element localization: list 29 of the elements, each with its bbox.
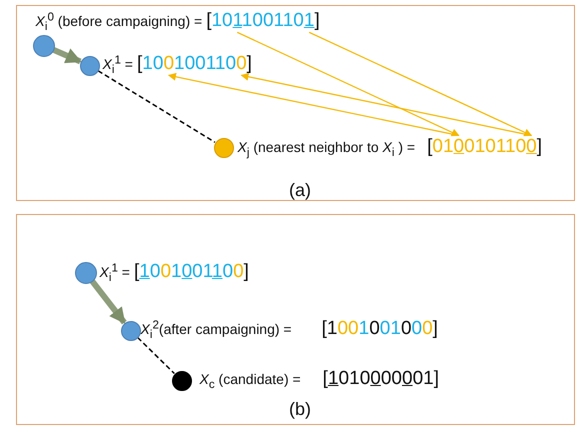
data-point — [74, 262, 96, 284]
arrow — [90, 279, 127, 324]
panel-label: (a) — [289, 180, 311, 201]
data-point — [214, 138, 234, 158]
point-label: X$_{i}$$^{1}$ = — [100, 264, 130, 280]
data-point — [32, 34, 54, 56]
arrow — [236, 32, 460, 136]
arrow — [240, 72, 532, 136]
data-point — [172, 370, 192, 390]
binary-vector: [1001001100] — [137, 52, 252, 74]
dashed-line — [137, 336, 175, 374]
binary-vector: [1010000001] — [322, 368, 440, 388]
panel-label: (b) — [289, 399, 311, 420]
binary-vector: [1011001101] — [206, 10, 320, 30]
point-label: X$_{c}$ (candidate) = — [200, 370, 301, 386]
point-label: X$_{i}$$^{1}$ = — [102, 56, 133, 72]
panel-frame — [16, 214, 575, 425]
arrow — [52, 47, 82, 64]
point-label: X$_{i}$$^{0}$ (before campaigning) = — [36, 12, 202, 28]
data-point — [80, 56, 100, 76]
binary-vector: [0100101100] — [427, 136, 542, 156]
binary-vector: [1001001000] — [322, 318, 438, 338]
arrow — [168, 72, 459, 136]
point-label: X$_{i}$$^{2}$(after campaigning) = — [140, 320, 292, 336]
binary-vector: [1001001100] — [134, 260, 249, 282]
data-point — [120, 320, 140, 340]
arrow — [308, 32, 532, 136]
dashed-line — [98, 70, 216, 143]
panel-frame — [16, 5, 575, 201]
